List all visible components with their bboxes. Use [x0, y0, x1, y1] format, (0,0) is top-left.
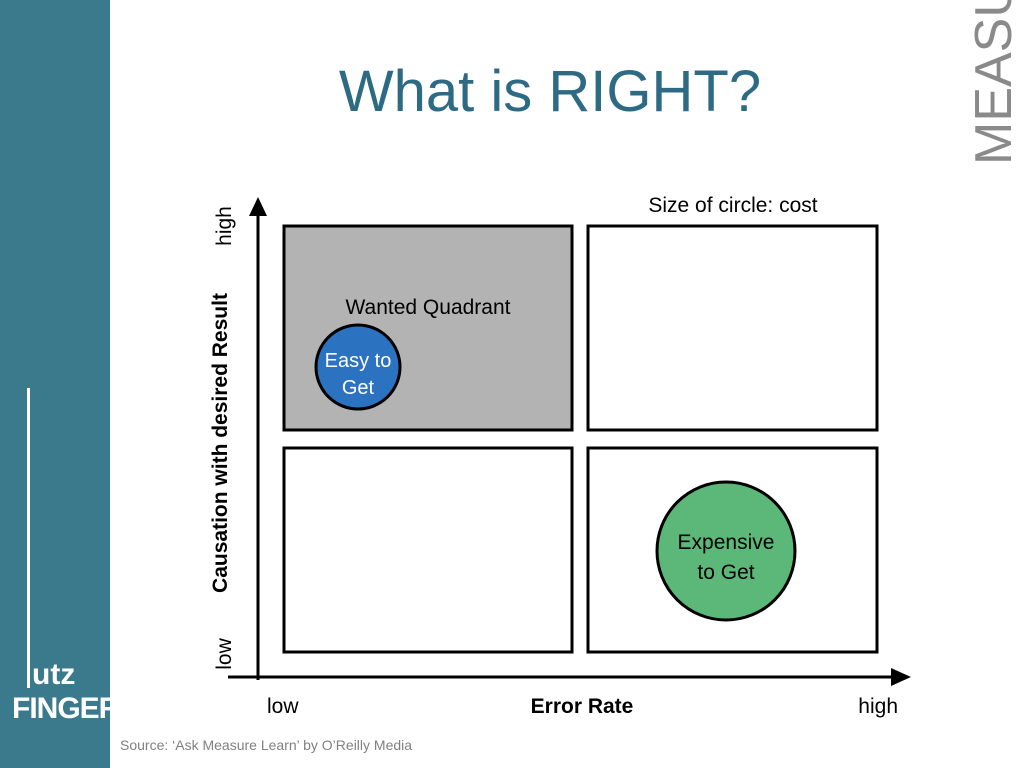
slide-title: What is RIGHT? — [338, 59, 762, 124]
sidebar-bar: utz FINGER — [0, 0, 120, 768]
y-axis-label: Causation with desired Result — [209, 293, 232, 593]
easy-circle-line2: Get — [342, 377, 375, 399]
source-citation: Source: ‘Ask Measure Learn’ by O’Reilly … — [120, 737, 413, 753]
quadrant-top-right — [586, 224, 879, 432]
y-axis-high: high — [213, 206, 236, 246]
logo-line2: FINGER — [12, 692, 120, 725]
x-axis-label: Error Rate — [531, 695, 634, 718]
expensive-circle-line2: to Get — [697, 561, 754, 584]
expensive-circle-line1: Expensive — [678, 531, 775, 554]
logo-line1: utz — [32, 658, 76, 691]
logo-line — [27, 388, 30, 688]
easy-circle — [314, 323, 402, 411]
quadrant-top-left — [282, 224, 574, 432]
x-axis-high: high — [858, 695, 898, 718]
quadrant-bottom-left — [282, 446, 574, 654]
easy-circle-line1: Easy to — [325, 350, 392, 372]
y-axis-low: low — [213, 637, 236, 669]
expensive-circle — [655, 480, 797, 622]
x-axis-low: low — [267, 695, 299, 718]
wanted-quadrant-label: Wanted Quadrant — [346, 296, 511, 319]
x-axis-arrow — [891, 668, 911, 686]
y-axis-arrow — [249, 197, 267, 216]
diagram-note: Size of circle: cost — [648, 194, 817, 217]
